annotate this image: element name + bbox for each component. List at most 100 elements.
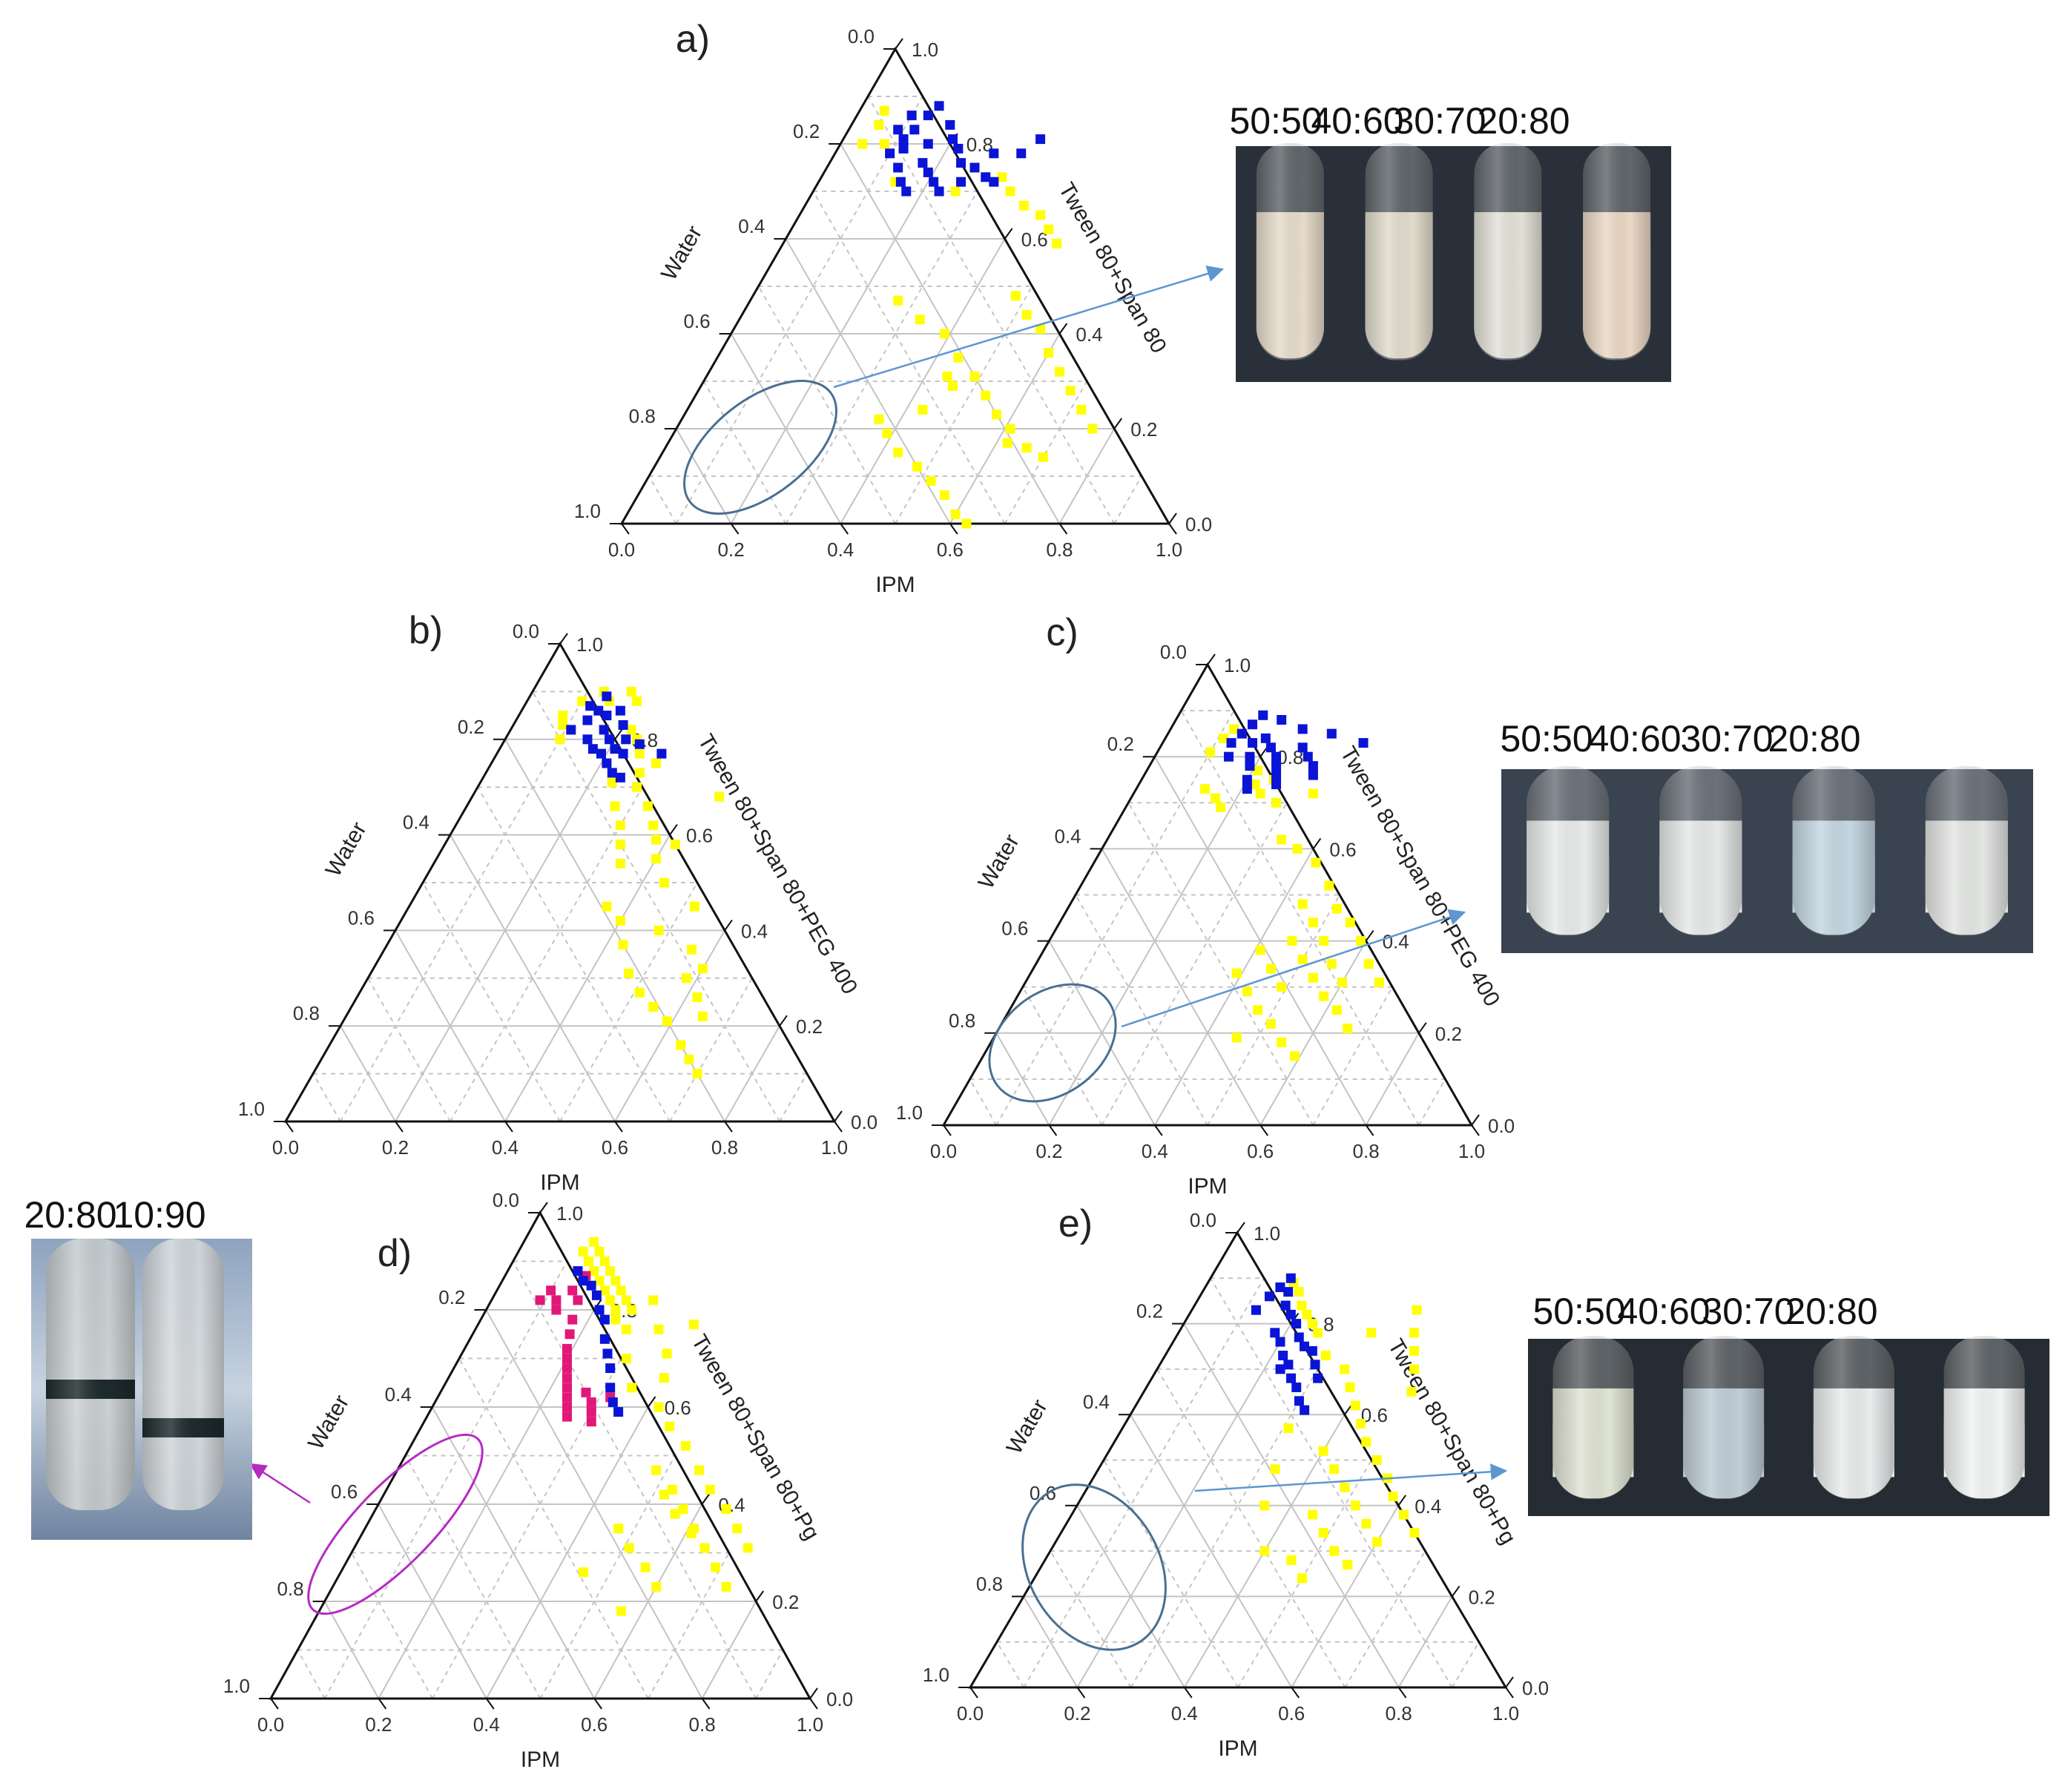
data-point-blue (1271, 761, 1282, 771)
data-point-yellow (1308, 1509, 1318, 1520)
data-point-yellow (1255, 788, 1265, 799)
data-point-yellow (1409, 1528, 1420, 1538)
data-point-yellow (947, 381, 958, 391)
left-tick-label: 1.0 (896, 1101, 923, 1124)
grid-line (1180, 710, 1420, 1126)
data-point-blue (1245, 761, 1255, 771)
data-point-yellow (1231, 1032, 1242, 1043)
panel-letter: a) (676, 18, 710, 61)
data-point-yellow (642, 801, 653, 811)
right-tick-label: 0.8 (967, 134, 993, 156)
data-point-yellow (634, 748, 645, 759)
data-point-blue (566, 725, 576, 735)
data-point-yellow (648, 1001, 659, 1012)
data-point-yellow (1308, 972, 1318, 983)
right-axis-label: Tween 80+Span 80+PEG 400 (1335, 742, 1504, 1011)
data-point-yellow (610, 1314, 621, 1325)
data-point-yellow (615, 858, 625, 869)
data-point-yellow (653, 1324, 664, 1334)
data-point-yellow (969, 372, 980, 382)
tick-mark (1365, 1124, 1374, 1136)
right-tick-label: 0.6 (665, 1397, 691, 1419)
data-point-blue (599, 1314, 610, 1325)
left-tick-label: 0.2 (458, 716, 484, 738)
series-yellow (1259, 1277, 1422, 1584)
data-point-yellow (665, 1421, 675, 1432)
grid-line (1417, 1078, 1446, 1126)
data-point-yellow (610, 801, 620, 811)
data-point-blue (656, 748, 667, 759)
grid-line (323, 1261, 568, 1699)
grid-line (431, 1406, 596, 1699)
data-point-blue (618, 719, 628, 730)
grid-line (395, 929, 506, 1122)
data-point-blue (602, 1348, 613, 1359)
grid-line (1130, 1368, 1319, 1688)
bottom-tick-label: 0.6 (937, 538, 964, 561)
data-point-yellow (981, 390, 991, 401)
data-point-blue (1326, 728, 1337, 739)
data-point-blue (605, 1363, 616, 1374)
data-point-yellow (1363, 959, 1374, 969)
data-point-yellow (615, 839, 625, 849)
data-point-blue (1294, 1396, 1304, 1406)
data-point-blue (969, 162, 980, 173)
data-point-pink (562, 1402, 573, 1412)
grid-line (1153, 756, 1367, 1126)
data-point-blue (613, 1407, 624, 1417)
right-tick-label: 0.0 (826, 1688, 853, 1710)
grid-line (323, 1601, 380, 1699)
tube-shading (46, 1239, 135, 1510)
data-point-yellow (579, 1567, 589, 1578)
data-point-blue (1275, 1337, 1285, 1347)
data-point-blue (1283, 1360, 1294, 1370)
data-point-blue (901, 186, 912, 197)
data-point-blue (923, 139, 933, 149)
grid-line (1103, 1459, 1239, 1688)
left-tick-label: 0.4 (738, 215, 765, 237)
data-point-yellow (1371, 1537, 1382, 1547)
left-tick-label: 0.2 (1136, 1300, 1163, 1322)
data-point-pink (586, 1407, 596, 1417)
left-axis-label: Water (1002, 1395, 1053, 1458)
data-point-blue (618, 748, 628, 759)
data-point-blue (1278, 1351, 1288, 1361)
data-point-yellow (918, 404, 928, 415)
left-tick-label: 0.4 (1083, 1391, 1110, 1413)
grid-line (367, 978, 451, 1122)
data-point-yellow (1297, 1573, 1307, 1584)
left-tick-label: 0.8 (629, 405, 656, 427)
grid-line (1397, 1595, 1453, 1688)
bottom-tick-label: 0.6 (602, 1136, 628, 1159)
bottom-tick-label: 0.8 (689, 1713, 716, 1736)
data-point-yellow (1277, 834, 1287, 845)
left-tick-label: 1.0 (923, 1664, 949, 1686)
tube-shading (1583, 143, 1651, 360)
data-point-yellow (667, 1484, 677, 1495)
bottom-tick-label: 1.0 (1458, 1140, 1485, 1162)
data-point-blue (898, 143, 909, 154)
data-point-yellow (1331, 903, 1342, 914)
data-point-pink (551, 1305, 562, 1315)
grid (648, 96, 1142, 524)
grid-line (1113, 475, 1142, 524)
right-tick-label: 0.0 (1185, 513, 1212, 536)
data-point-yellow (1409, 1345, 1420, 1356)
ratio-label: 20:80 (1785, 1291, 1877, 1332)
data-point-blue (918, 158, 928, 168)
grid-line (512, 1261, 757, 1699)
bottom-tick-label: 0.0 (930, 1140, 957, 1162)
ratio-label: 50:50 (1229, 100, 1322, 142)
series-pink (535, 1271, 616, 1427)
tube-shading (1527, 766, 1610, 936)
data-point-yellow (732, 1523, 742, 1534)
data-point-yellow (607, 777, 617, 788)
tube-shading (1813, 1336, 1894, 1499)
data-point-yellow (1265, 1018, 1276, 1029)
tick-mark (1183, 1687, 1193, 1699)
bottom-tick-label: 0.6 (581, 1713, 607, 1736)
bottom-tick-label: 0.6 (1278, 1702, 1305, 1725)
bottom-tick-label: 0.4 (827, 538, 854, 561)
data-point-yellow (1216, 803, 1226, 813)
